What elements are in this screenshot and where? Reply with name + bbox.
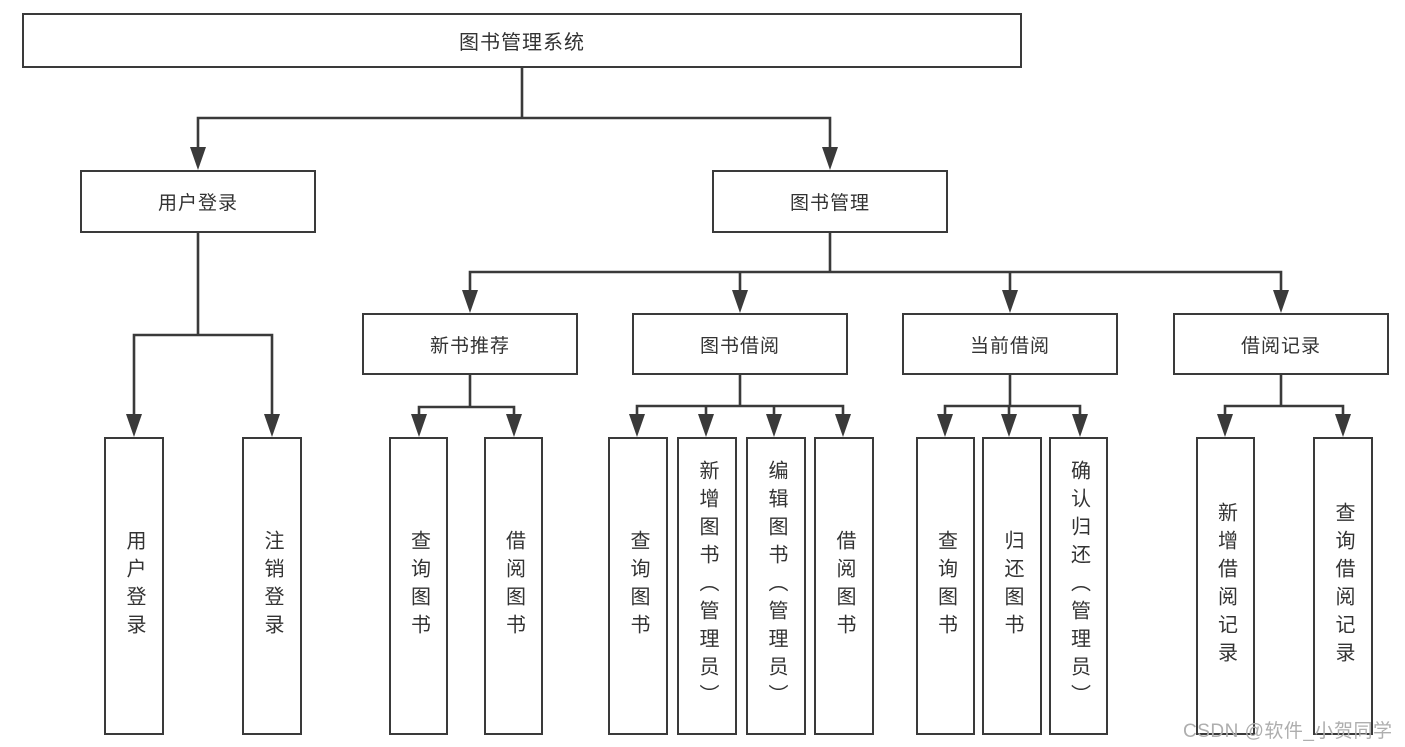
leaf-label: 查询图书 — [407, 530, 430, 642]
leaf-logout: 注销登录 — [242, 437, 302, 735]
leaf-borrow-books-recommend: 借阅图书 — [484, 437, 543, 735]
leaf-confirm-return-admin: 确认归还（管理员） — [1049, 437, 1108, 735]
node-label: 新书推荐 — [429, 335, 510, 357]
leaf-label: 确认归还（管理员） — [1067, 460, 1090, 712]
leaf-label: 借阅图书 — [502, 530, 525, 642]
node-label: 借阅记录 — [1240, 335, 1321, 357]
csdn-watermark: CSDN @软件_小贺同学 — [1183, 721, 1393, 742]
leaf-return-books: 归还图书 — [982, 437, 1042, 735]
node-label: 图书管理 — [789, 193, 870, 214]
leaf-label: 注销登录 — [261, 530, 283, 642]
node-book-management-branch: 图书管理 — [712, 170, 948, 233]
leaf-label: 借阅图书 — [833, 530, 855, 642]
node-current-borrow: 当前借阅 — [902, 313, 1118, 375]
node-borrow-record: 借阅记录 — [1173, 313, 1389, 375]
leaf-add-books-admin: 新增图书（管理员） — [677, 437, 737, 735]
leaf-label: 新增图书（管理员） — [696, 460, 718, 712]
leaf-label: 查询图书 — [627, 530, 649, 642]
node-label: 用户登录 — [157, 193, 238, 214]
node-label: 图书借阅 — [699, 335, 780, 357]
node-root-label: 图书管理系统 — [459, 32, 585, 54]
node-root-system: 图书管理系统 — [22, 13, 1022, 68]
leaf-query-books-recommend: 查询图书 — [389, 437, 448, 735]
leaf-borrow-books: 借阅图书 — [814, 437, 874, 735]
node-new-book-recommend: 新书推荐 — [362, 313, 578, 375]
leaf-user-login: 用户登录 — [104, 437, 164, 735]
leaf-label: 新增借阅记录 — [1214, 502, 1237, 670]
node-book-borrow: 图书借阅 — [632, 313, 848, 375]
node-label: 当前借阅 — [969, 335, 1050, 357]
leaf-label: 查询图书 — [934, 530, 957, 642]
leaf-query-borrow-record: 查询借阅记录 — [1313, 437, 1373, 735]
leaf-query-books-current: 查询图书 — [916, 437, 975, 735]
leaf-edit-books-admin: 编辑图书（管理员） — [746, 437, 806, 735]
leaf-label: 查询借阅记录 — [1332, 502, 1354, 670]
leaf-label: 用户登录 — [123, 530, 145, 642]
leaf-query-books-borrow: 查询图书 — [608, 437, 668, 735]
leaf-add-borrow-record: 新增借阅记录 — [1196, 437, 1255, 735]
node-user-login-branch: 用户登录 — [80, 170, 316, 233]
leaf-label: 归还图书 — [1001, 530, 1023, 642]
leaf-label: 编辑图书（管理员） — [765, 460, 787, 712]
